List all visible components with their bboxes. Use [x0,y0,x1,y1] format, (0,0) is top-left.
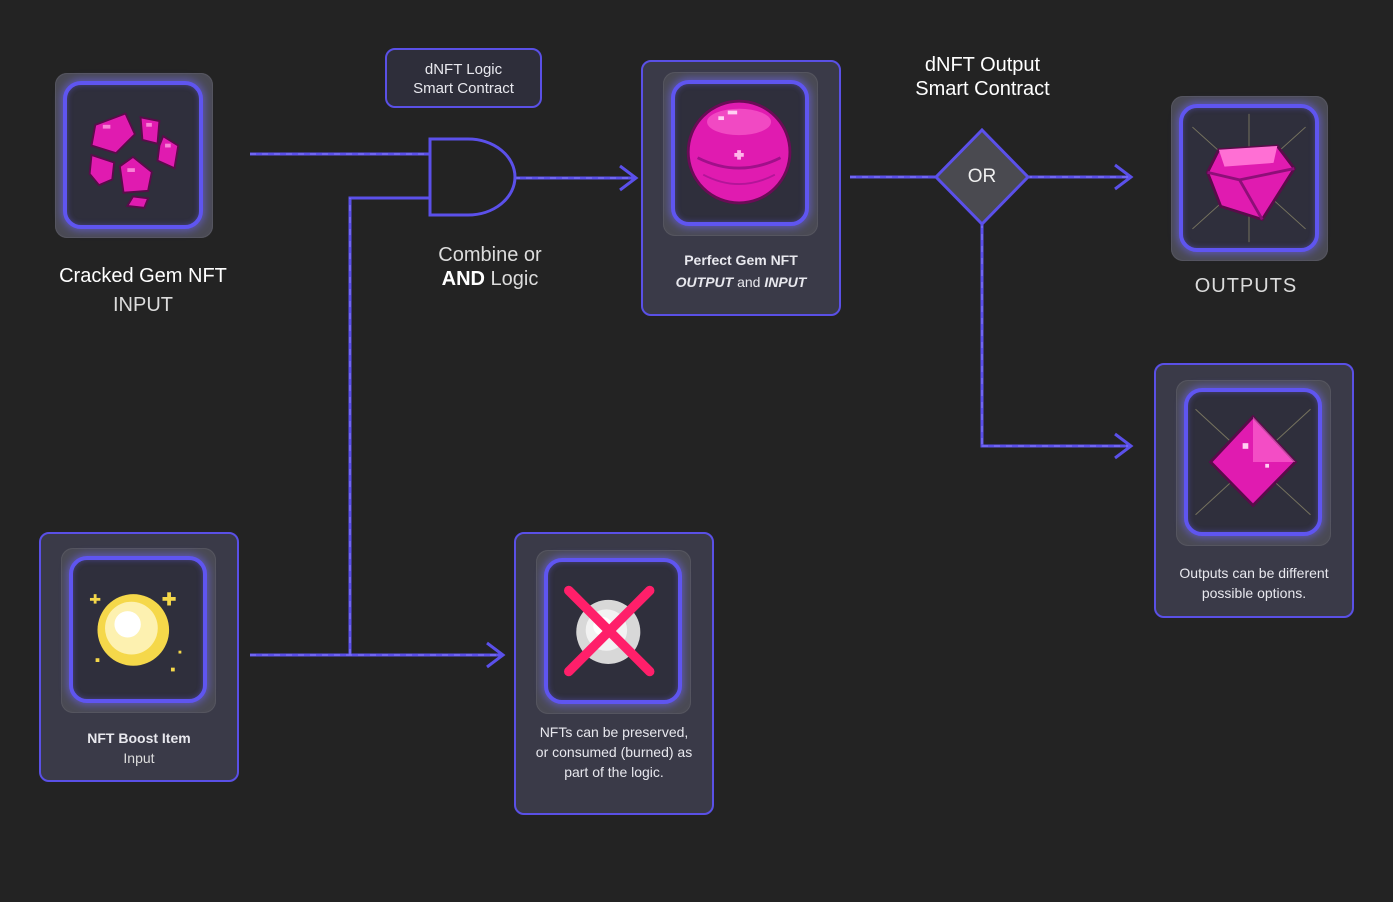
and-gate-line1: Combine or [438,244,542,266]
perfect-gem-icon [686,99,792,205]
perfect-gem-frame [671,80,809,226]
or-gate-diamond [933,127,1031,227]
connector-or-to-diamond [980,222,1130,448]
burned-item-frame [544,558,682,704]
diamond-gem-frame [1184,388,1322,536]
diamond-gem-icon [1195,408,1311,516]
cracked-gem-title: Cracked Gem NFT [59,265,227,287]
and-logic-word: Logic [484,268,539,290]
boost-item-title: NFT Boost Item [87,730,191,746]
output-gem-tile [1171,96,1328,261]
logic-contract-line1: dNFT Logic [424,61,503,78]
arrow-head-burned [486,641,506,669]
burned-item-card: NFTs can be preserved, or consumed (burn… [514,532,714,815]
boost-item-frame [69,556,207,703]
logic-contract-line2: Smart Contract [413,80,514,97]
diamond-card-line2: possible options. [1201,585,1307,601]
boost-item-caption: NFT Boost Item Input [41,728,237,768]
perfect-gem-card: Perfect Gem NFT OUTPUT and INPUT [641,60,841,316]
connector-boost-to-and [348,196,430,655]
cracked-gem-icon [88,112,180,209]
perfect-gem-sub-input: INPUT [764,274,807,290]
arrow-head-perfect [619,164,639,192]
outputs-label: OUTPUTS [1194,275,1298,297]
boost-item-subtitle: Input [123,750,155,766]
perfect-gem-title: Perfect Gem NFT [684,252,798,268]
cracked-gem-tile [55,73,213,238]
burned-card-line3: part of the logic. [564,764,664,780]
cracked-gem-subtitle: INPUT [113,294,173,316]
burned-orb-icon [564,585,655,677]
boost-item-card: NFT Boost Item Input [39,532,239,782]
burned-item-tile [536,550,691,714]
diamond-card-caption: Outputs can be different possible option… [1156,563,1352,603]
burned-card-line1: NFTs can be preserved, [539,724,689,740]
cracked-gem-caption: Cracked Gem NFT INPUT [40,262,246,320]
or-gate-label: OR [967,166,997,187]
and-gate-icon [428,137,517,217]
diamond-card-line1: Outputs can be different [1179,565,1329,581]
output-contract-line1: dNFT Output [924,54,1041,76]
logic-contract-box: dNFT Logic Smart Contract [385,48,542,108]
diamond-gem-card: Outputs can be different possible option… [1154,363,1354,618]
burned-card-line2: or consumed (burned) as [535,744,693,760]
and-keyword: AND [441,268,485,290]
burned-card-caption: NFTs can be preserved, or consumed (burn… [516,722,712,782]
cross-icon [564,585,655,677]
perfect-gem-tile [663,72,818,236]
perfect-gem-sub-output: OUTPUT [675,274,734,290]
boost-item-tile [61,548,216,713]
perfect-gem-sub-and: and [733,274,765,290]
arrow-head-diamond [1114,432,1134,460]
output-gem-frame [1179,104,1319,252]
output-contract-line2: Smart Contract [915,78,1050,100]
cracked-gem-frame [63,81,203,229]
sun-boost-icon [89,592,182,672]
arrow-head-outputs [1114,163,1134,191]
and-gate-label: Combine or AND Logic [420,243,560,291]
perfect-gem-caption: Perfect Gem NFT OUTPUT and INPUT [643,249,839,293]
cut-gem-icon [1192,113,1306,243]
output-contract-label: dNFT Output Smart Contract [900,53,1065,101]
diamond-gem-tile [1176,380,1331,546]
